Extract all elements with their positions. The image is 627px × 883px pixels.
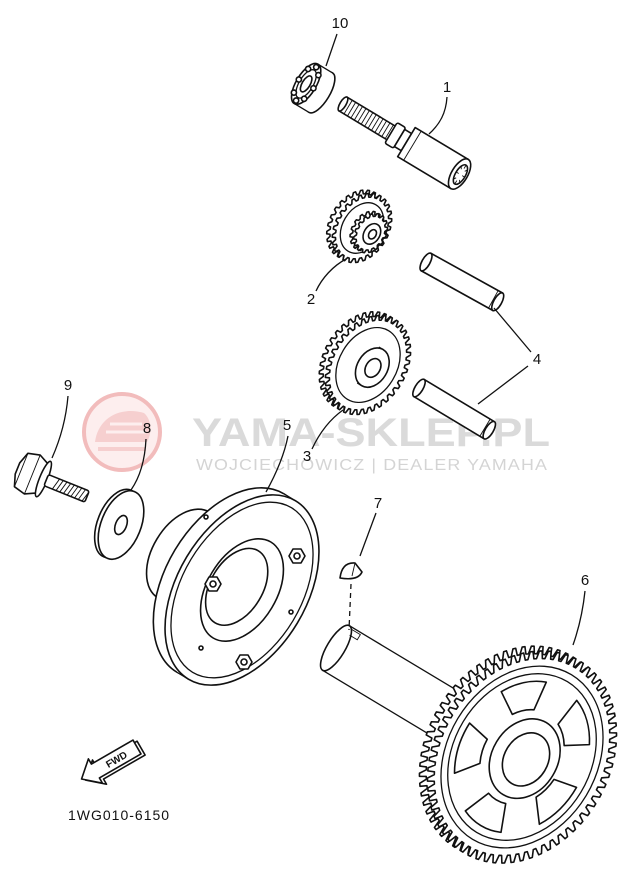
gear-6-window (494, 665, 549, 723)
part-6-wheel-gear (381, 611, 627, 883)
leader-line-4a (493, 307, 532, 353)
bearing-ball (305, 65, 312, 72)
bolt-shank (44, 475, 89, 503)
gear-6-window (443, 723, 495, 782)
leader-line-1 (428, 96, 448, 135)
leader-line-8 (130, 438, 147, 491)
clutch-bolt-head (236, 655, 252, 669)
key-alignment-line (348, 583, 352, 631)
part-8-washer (86, 483, 153, 566)
fwd-arrow-body (75, 735, 144, 791)
callout-2: 2 (307, 291, 315, 308)
gear-3-bore (362, 356, 385, 381)
gear-6-window (525, 772, 577, 831)
gear-6-window (463, 788, 515, 837)
leader-line-10 (325, 33, 338, 67)
callout-6: 6 (581, 572, 589, 589)
leader-line-6 (572, 590, 586, 646)
gear-6-bore (493, 724, 559, 794)
dealer-logo-icon (82, 392, 162, 472)
leader-line-9 (51, 395, 69, 459)
gear-6-window (550, 698, 605, 756)
part-5-starter-clutch (103, 450, 350, 713)
watermark-dealer: WOJCIECHOWICZ | DEALER YAMAHA (196, 457, 548, 474)
clutch-face-lip (142, 477, 343, 703)
logo-visor (106, 422, 146, 434)
leader-line-7 (359, 512, 377, 557)
boss-end (315, 621, 357, 675)
shaft-tip (336, 96, 349, 113)
pin-end-right (489, 291, 506, 312)
callout-10: 10 (332, 15, 349, 32)
callout-5: 5 (283, 417, 291, 434)
part-9-flange-bolt (10, 449, 95, 516)
part-1-shaft (332, 88, 476, 193)
catalog-code: 1WG010-6150 (68, 807, 170, 823)
part-7-woodruff-key (340, 563, 362, 579)
part-10-bearing (285, 58, 340, 117)
bolt-center (210, 581, 216, 587)
watermark-brand: YAMA-SKLEP.PL (192, 411, 550, 455)
bearing-ball (315, 72, 322, 79)
part-4-pin-lower (410, 377, 497, 440)
key-slot (349, 629, 361, 639)
bolt-head-edges (13, 451, 40, 494)
leader-lines (51, 33, 586, 646)
bearing-ball (295, 76, 302, 83)
part-2-double-gear (315, 179, 404, 273)
callout-3: 3 (303, 448, 311, 465)
shaft-step-line (404, 131, 422, 160)
pin-end-right (481, 420, 498, 441)
bearing-ball (290, 89, 297, 96)
callout-1: 1 (443, 79, 451, 96)
key-edge (352, 563, 355, 576)
callout-9: 9 (64, 377, 72, 394)
callout-numbers: 10 1 2 4 9 8 5 3 7 6 (64, 15, 589, 589)
leader-line-2 (315, 258, 347, 292)
logo-helmet (95, 411, 151, 442)
part-3-gear (302, 296, 428, 430)
callout-8: 8 (143, 420, 151, 437)
bolt-center (294, 553, 300, 559)
clutch-inner-bore (193, 537, 281, 636)
leader-line-5 (265, 435, 289, 493)
shaft-bore-splines (450, 163, 470, 187)
bearing-ball (310, 85, 317, 92)
clutch-bolt-head (289, 549, 305, 563)
leader-line-4b (477, 365, 529, 405)
part-4-pin-upper (418, 251, 506, 312)
clutch-face-hole (289, 610, 293, 614)
pin-body (421, 253, 502, 310)
clutch-face-hole (204, 515, 208, 519)
washer-hole (112, 514, 130, 537)
pin-chamfer (480, 419, 490, 436)
bearing-ball (301, 95, 308, 102)
callout-7: 7 (374, 495, 382, 512)
clutch-face-hole (199, 646, 203, 650)
gear-3-face-ring (323, 316, 414, 414)
bearing-inner-race (298, 74, 314, 94)
pin-end-left (418, 251, 435, 272)
gear-6-rim (408, 636, 627, 878)
pin-end-left (410, 377, 427, 398)
clutch-bolt-heads (199, 515, 305, 669)
gear-6-web-ring (418, 646, 626, 868)
bolt-center (241, 659, 247, 665)
clutch-bolt-head (205, 577, 221, 591)
gear-2-bore (367, 228, 378, 240)
bearing-ball (293, 97, 300, 104)
key-body (340, 563, 362, 579)
bearing-ball (313, 64, 320, 71)
forward-arrow-icon: FWD (75, 733, 149, 793)
shaft-splines (344, 100, 393, 138)
bolt-thread (52, 478, 89, 502)
callout-4: 4 (533, 351, 541, 368)
leader-line-3 (311, 409, 344, 450)
pin-chamfer (488, 291, 498, 308)
